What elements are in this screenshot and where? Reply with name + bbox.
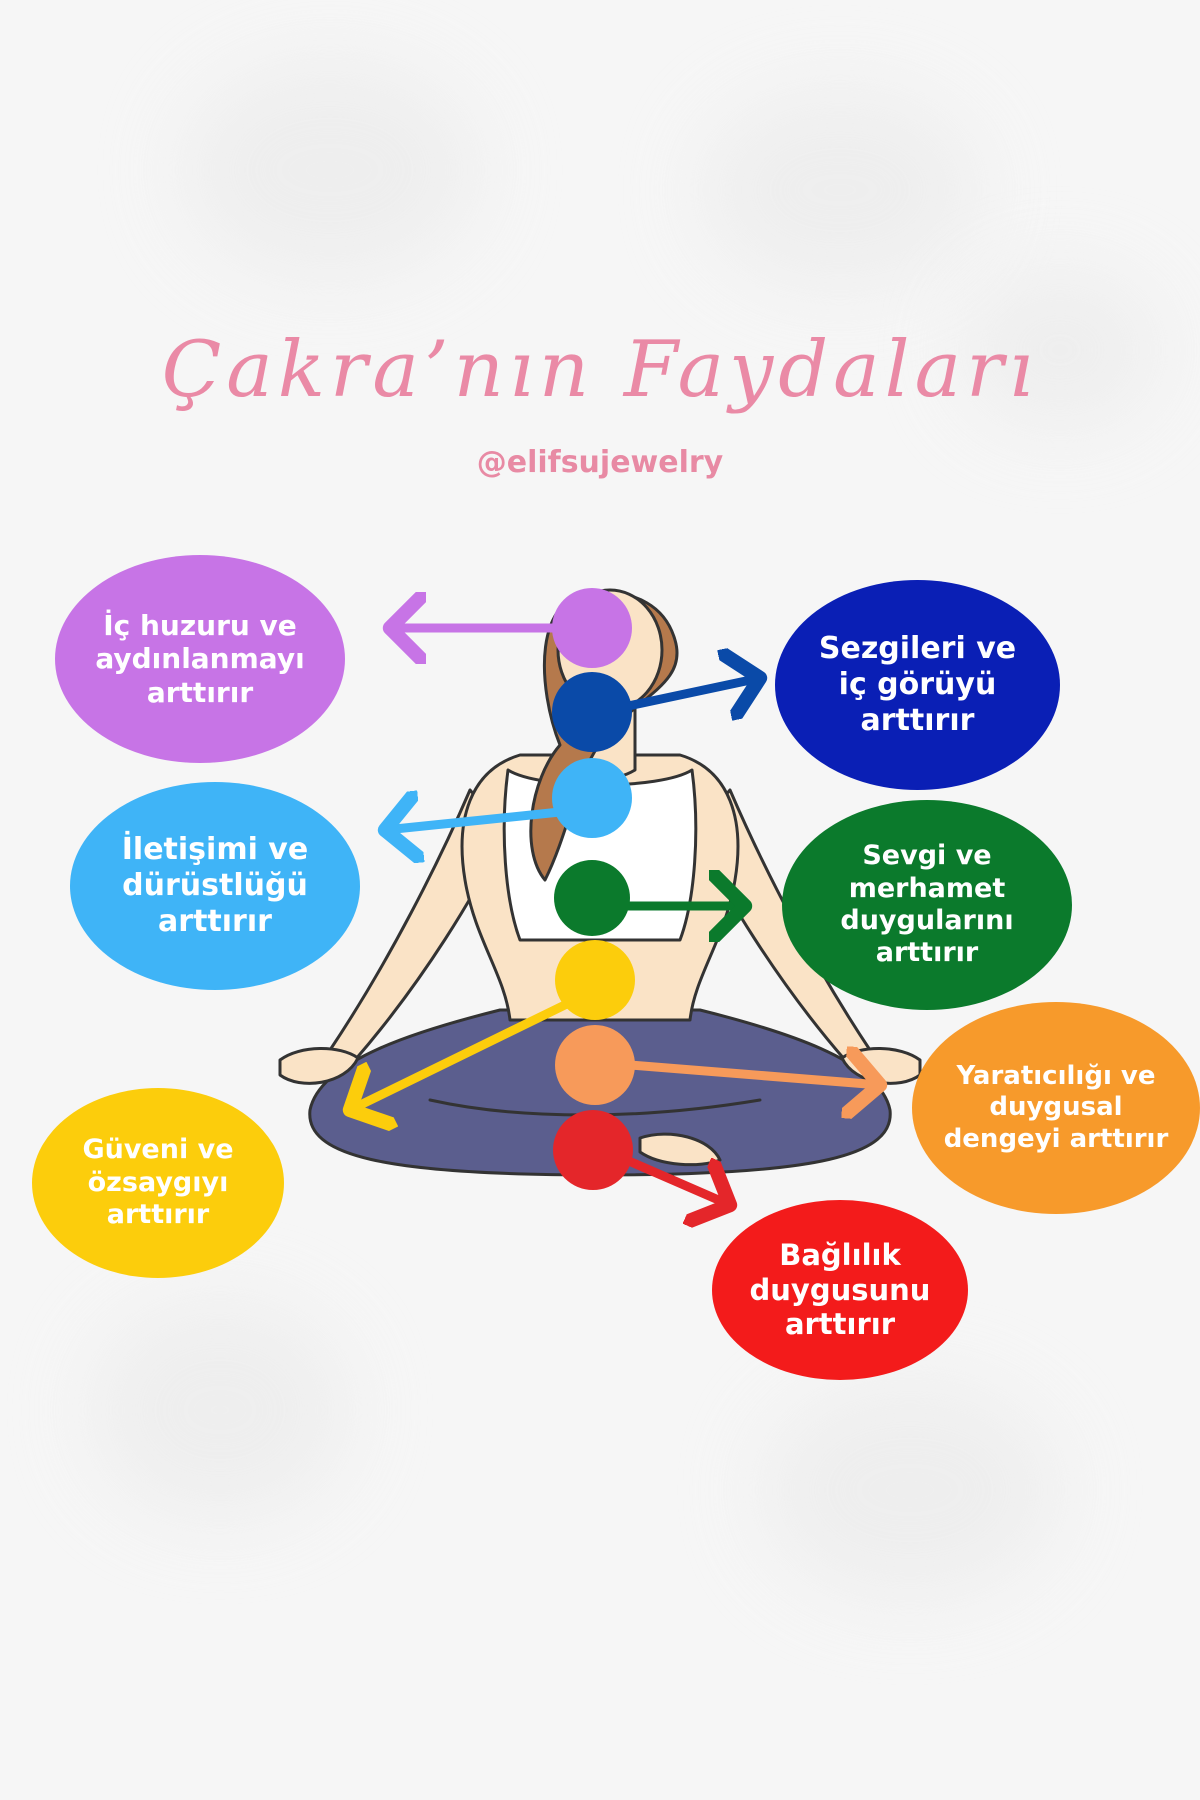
solar-plexus-benefit-line: Güveni ve xyxy=(82,1134,234,1166)
solar-plexus-benefit-line: arttırır xyxy=(106,1199,210,1231)
crown-benefit-line: arttırır xyxy=(146,675,254,709)
sacral-benefit-line: Yaratıcılığı ve xyxy=(956,1061,1156,1092)
sacral-benefit-bubble: Yaratıcılığı ve duygusal dengeyi arttırı… xyxy=(912,1002,1200,1214)
crown-chakra xyxy=(552,588,632,668)
throat-benefit-line: İletişimi ve xyxy=(121,832,309,867)
crown-benefit-bubble: İç huzuru ve aydınlanmayı arttırır xyxy=(55,555,345,763)
instagram-handle: @elifsujewelry xyxy=(476,445,724,480)
background-texture xyxy=(760,1380,1060,1600)
solar-plexus-benefit-line: özsaygıyı xyxy=(87,1166,229,1198)
solar-plexus-benefit-bubble: Güveni ve özsaygıyı arttırır xyxy=(32,1088,284,1278)
heart-benefit-line: Sevgi ve xyxy=(862,840,992,872)
sacral-arrow xyxy=(625,1065,880,1085)
sacral-benefit-line: duygusal xyxy=(989,1092,1123,1123)
sacral-benefit-line: dengeyi arttırır xyxy=(943,1123,1169,1154)
root-benefit-bubble: Bağlılık duygusunu arttırır xyxy=(712,1200,968,1380)
heart-benefit-line: merhamet xyxy=(848,872,1006,904)
third-eye-benefit-line: arttırır xyxy=(860,703,975,738)
third-eye-benefit-line: iç görüyü xyxy=(838,667,997,702)
third-eye-chakra xyxy=(552,672,632,752)
root-chakra xyxy=(553,1110,633,1190)
heart-benefit-line: arttırır xyxy=(875,937,979,969)
third-eye-benefit-line: Sezgileri ve xyxy=(818,631,1017,666)
heart-benefit-line: duygularını xyxy=(840,905,1014,936)
throat-chakra xyxy=(552,758,632,838)
sacral-chakra xyxy=(555,1025,635,1105)
left-hand xyxy=(278,1047,360,1085)
throat-arrow xyxy=(385,812,565,830)
third-eye-benefit-bubble: Sezgileri ve iç görüyü arttırır xyxy=(775,580,1060,790)
background-texture xyxy=(700,90,980,290)
throat-benefit-bubble: İletişimi ve dürüstlüğü arttırır xyxy=(70,782,360,990)
root-benefit-line: Bağlılık xyxy=(779,1237,901,1272)
background-texture xyxy=(90,1300,350,1520)
crown-benefit-line: İç huzuru ve xyxy=(103,608,297,642)
crown-benefit-line: aydınlanmayı xyxy=(95,642,305,676)
page-title: Çakra’nın Faydaları xyxy=(161,325,1039,415)
root-arrow xyxy=(610,1150,730,1205)
background-texture xyxy=(180,60,480,280)
root-benefit-line: arttırır xyxy=(784,1307,896,1342)
throat-benefit-line: dürüstlüğü xyxy=(122,868,308,903)
solar-plexus-chakra xyxy=(555,940,635,1020)
chakra-arrows xyxy=(350,628,880,1205)
solar-plexus-arrow xyxy=(350,995,580,1110)
heart-chakra xyxy=(554,860,630,936)
root-benefit-line: duygusunu xyxy=(749,1272,931,1307)
background-texture xyxy=(960,270,1160,430)
chakra-circles xyxy=(552,588,635,1190)
heart-benefit-bubble: Sevgi ve merhamet duygularını arttırır xyxy=(782,800,1072,1010)
throat-benefit-line: arttırır xyxy=(158,904,272,939)
